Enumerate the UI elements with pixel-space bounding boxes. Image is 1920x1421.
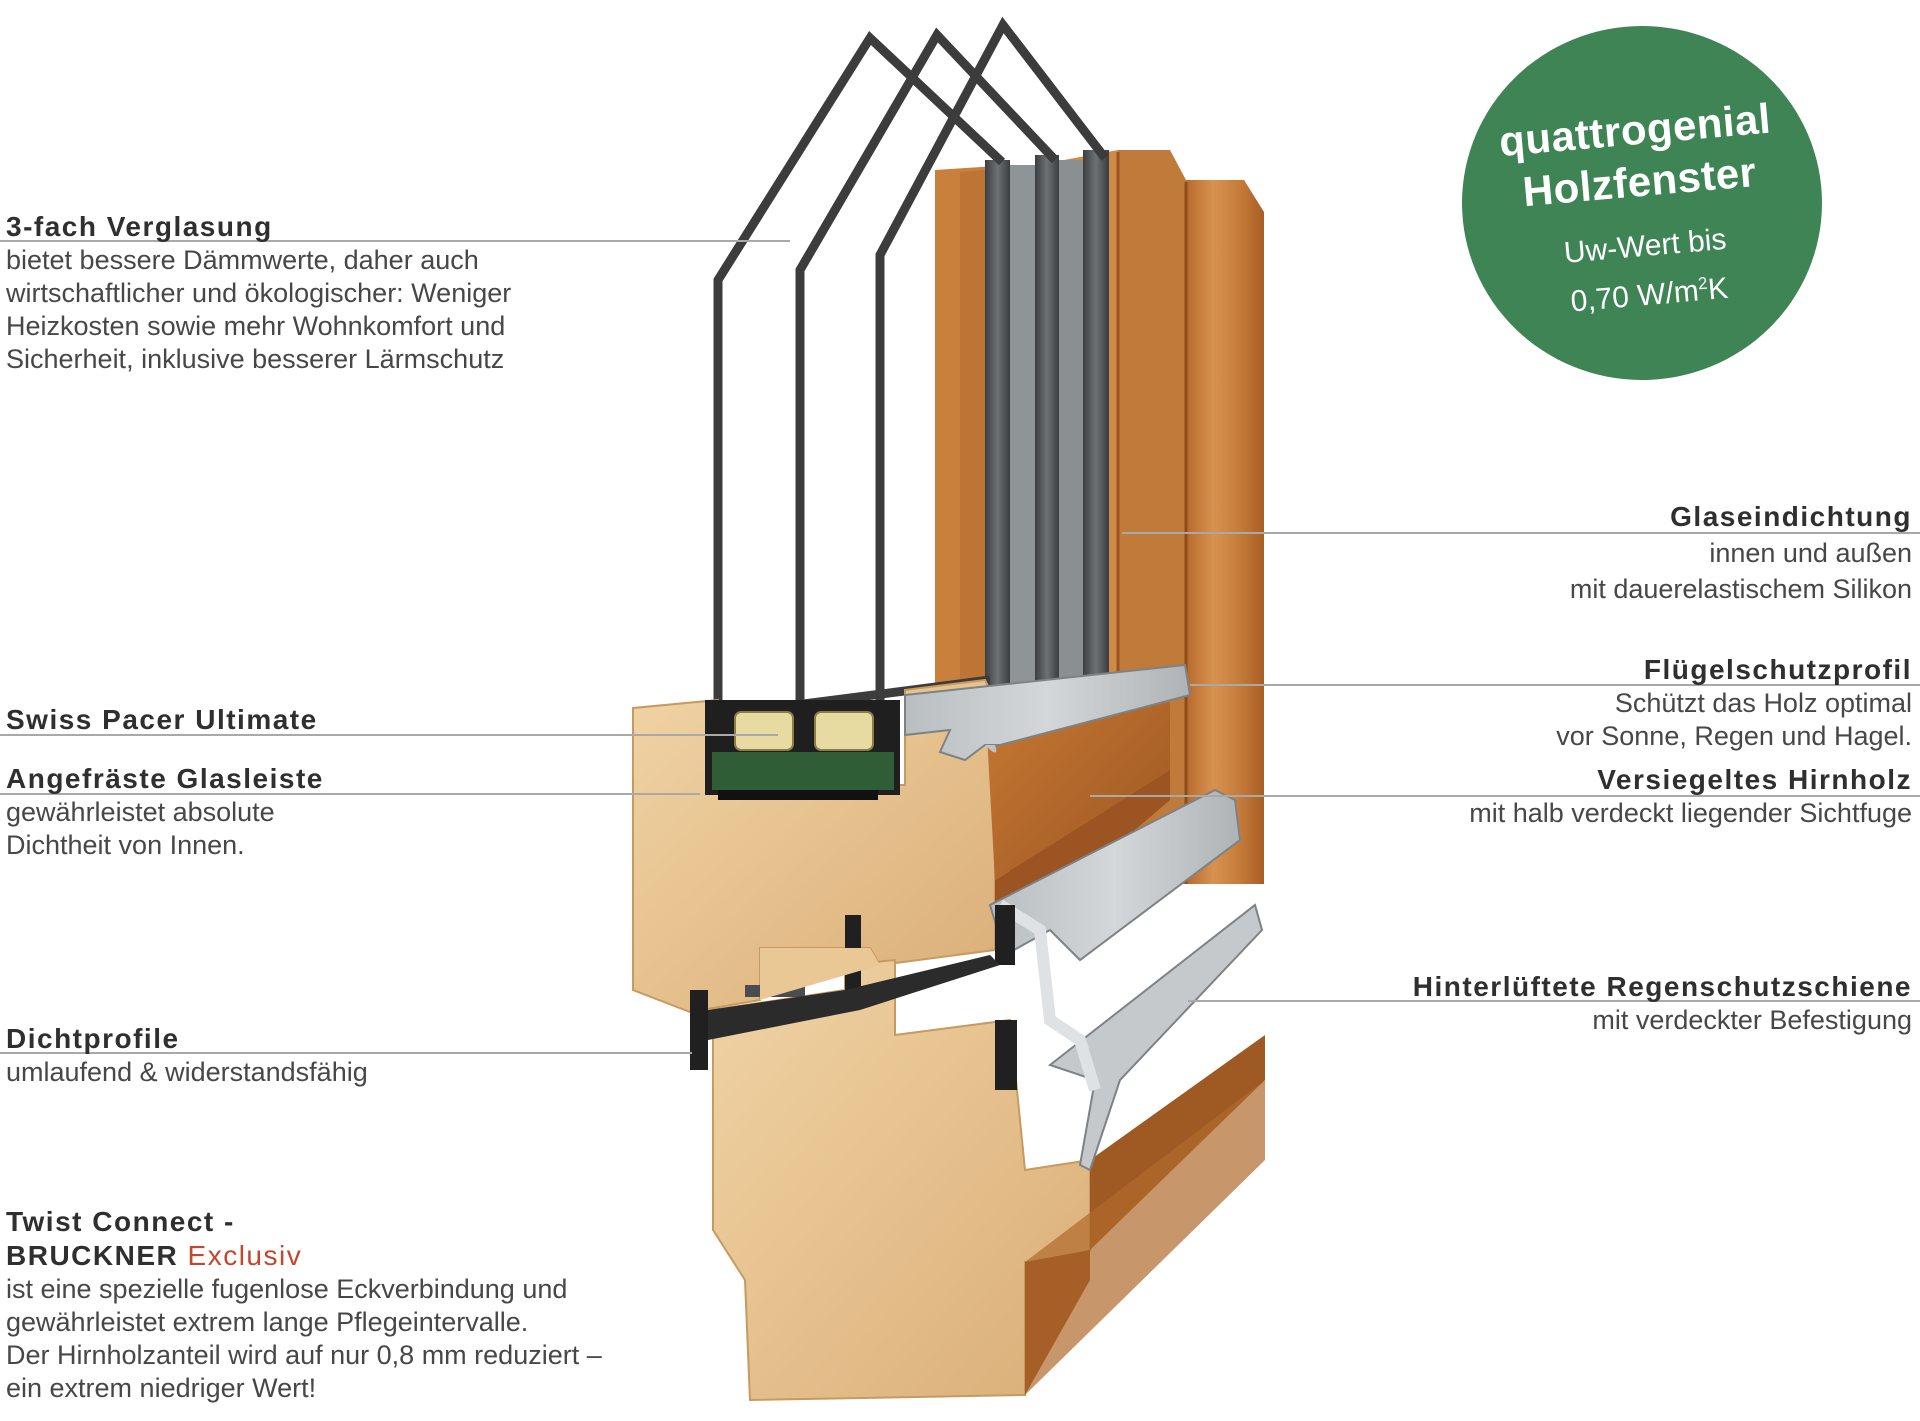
annotation-glass-bead-title: Angefräste Glasleiste [6,763,324,794]
leader-line-end-grain [1090,795,1920,797]
annotation-glazing-line: Heizkosten sowie mehr Wohnkomfort und [6,311,506,341]
leader-line-glass-bead [0,793,700,795]
annotation-twist-title: Twist Connect - [6,1206,235,1237]
annotation-end-grain-title: Versiegeltes Hirnholz [1597,764,1912,795]
sash-protection-profile [904,663,1192,762]
annotation-seals-title: Dichtprofile [6,1023,180,1054]
annotation-glass-bead-line: gewährleistet absolute [6,797,275,827]
annotation-end-grain-line: mit halb verdeckt liegender Sichtfuge [1469,798,1912,828]
annotation-rain-rail-line: mit verdeckter Befestigung [1592,1005,1912,1035]
annotation-sash-profile-line: vor Sonne, Regen und Hagel. [1556,721,1912,751]
annotation-twist-line: ein extrem niedriger Wert! [6,1373,317,1403]
badge-uw-value-unit: K [1706,271,1730,307]
annotation-glazing: 3-fach Verglasung bietet bessere Dämmwer… [6,210,511,376]
sash-frame-gap [708,948,1000,1040]
leader-line-sash-profile [1190,684,1920,686]
annotation-sash-profile: Flügelschutzprofil Schützt das Holz opti… [1556,653,1912,753]
annotation-spacer-title: Swiss Pacer Ultimate [6,704,318,735]
leader-line-rain-rail [1188,1000,1920,1002]
annotation-twist-line: ist eine spezielle fugenlose Eckverbindu… [6,1274,568,1304]
annotation-sash-profile-line: Schützt das Holz optimal [1614,688,1912,718]
annotation-seals: Dichtprofile umlaufend & widerstandsfähi… [6,1022,368,1089]
leader-line-seals [0,1052,692,1054]
annotation-spacer: Swiss Pacer Ultimate [6,703,318,737]
annotation-twist-line: Der Hirnholzanteil wird auf nur 0,8 mm r… [6,1340,602,1370]
annotation-gasket-line: innen und außen [1709,538,1912,568]
annotation-rain-rail-title: Hinterlüftete Regenschutzschiene [1412,971,1912,1002]
annotation-glazing-title: 3-fach Verglasung [6,211,273,242]
badge-content: quattrogenial Holzfenster Uw-Wert bis 0,… [1453,89,1830,333]
leader-line-glazing [0,240,790,242]
annotation-twist-accent: Exclusiv [187,1240,303,1271]
annotation-seals-line: umlaufend & widerstandsfähig [6,1057,368,1087]
annotation-glazing-line: wirtschaftlicher und ökologischer: Wenig… [6,278,512,308]
annotation-glazing-line: bietet bessere Dämmwerte, daher auch [6,245,479,275]
swiss-pacer-spacer [705,700,900,800]
annotation-end-grain: Versiegeltes Hirnholz mit halb verdeckt … [1469,763,1912,830]
annotation-glass-bead: Angefräste Glasleiste gewährleistet abso… [6,762,324,862]
annotation-twist-connect: Twist Connect - BRUCKNER Exclusiv ist ei… [6,1205,602,1405]
annotation-twist-line: gewährleistet extrem lange Pflegeinterva… [6,1307,529,1337]
annotation-gasket-line: mit dauerelastischem Silikon [1569,574,1912,604]
annotation-rain-rail: Hinterlüftete Regenschutzschiene mit ver… [1413,970,1912,1037]
annotation-twist-brand: BRUCKNER [6,1240,179,1271]
leader-line-gasket [1122,532,1920,534]
annotation-gasket: Glaseindichtung innen und außen mit daue… [1570,500,1912,606]
frame-end-grain [712,958,1265,1402]
annotation-sash-profile-title: Flügelschutzprofil [1643,654,1912,685]
annotation-glazing-line: Sicherheit, inklusive besserer Lärmschut… [6,344,505,374]
uw-value-badge: quattrogenial Holzfenster Uw-Wert bis 0,… [1462,26,1822,380]
glass-panes-section [985,150,1109,700]
badge-uw-value-number: 0,70 W/m [1569,274,1701,319]
rain-protection-rail [988,788,1264,1172]
annotation-gasket-title: Glaseindichtung [1670,501,1912,532]
annotation-glass-bead-line: Dichtheit von Innen. [6,830,245,860]
leader-line-spacer [0,734,778,736]
annotation-twist-brand-line: BRUCKNER Exclusiv [6,1239,602,1273]
